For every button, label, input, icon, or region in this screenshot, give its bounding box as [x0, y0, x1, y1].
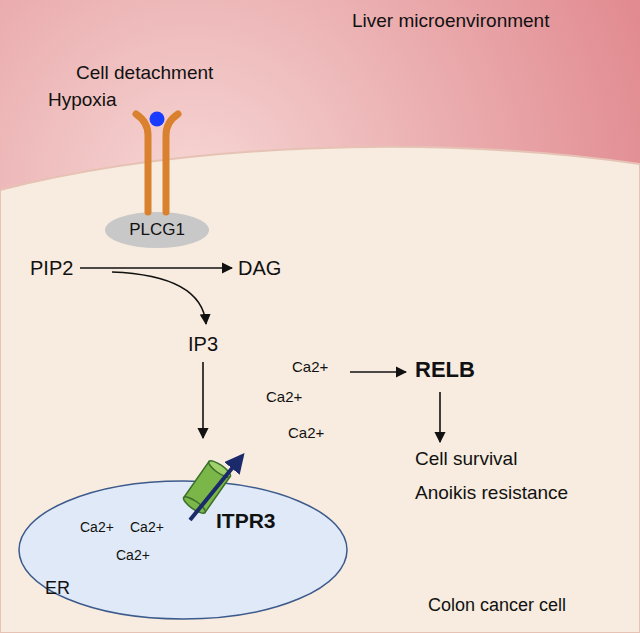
signal-arrow — [439, 392, 441, 442]
condition-label: Hypoxia — [48, 89, 117, 111]
channel — [181, 458, 232, 516]
signal-arrow — [202, 362, 204, 438]
ion-label: Ca2+ — [116, 547, 150, 563]
signal-arrow — [350, 371, 406, 373]
reaction-arrow — [80, 267, 232, 269]
er-ellipse-text: ER — [45, 578, 70, 599]
ion-label: Ca2+ — [80, 519, 114, 535]
gene-label: ITPR3 — [216, 509, 276, 533]
liver-region-text: Liver microenvironment — [352, 10, 549, 32]
ion-label: Ca2+ — [266, 388, 302, 405]
ion-label: Ca2+ — [292, 358, 328, 375]
condition-label: Cell detachment — [76, 62, 213, 84]
outcome-label: Anoikis resistance — [415, 482, 568, 504]
reaction-arrow — [112, 272, 206, 324]
enzyme-ellipse-text: PLCG1 — [129, 220, 185, 240]
receptor — [136, 112, 178, 213]
enzyme-ellipse: PLCG1 — [105, 212, 209, 248]
ion-label: Ca2+ — [288, 424, 324, 441]
outcome-label: Cell survival — [415, 448, 517, 470]
molecule-label: DAG — [238, 257, 281, 280]
cell-body-text: Colon cancer cell — [428, 595, 566, 616]
molecule-label: PIP2 — [30, 257, 73, 280]
gene-label: RELB — [415, 357, 475, 382]
molecule-label: IP3 — [188, 333, 218, 356]
cell-body: Colon cancer cell PLCG1ER — [0, 140, 640, 633]
er-ellipse: ER — [18, 480, 348, 620]
ligand — [150, 112, 165, 127]
er-ellipse-outline — [18, 480, 348, 620]
ion-label: Ca2+ — [130, 519, 164, 535]
